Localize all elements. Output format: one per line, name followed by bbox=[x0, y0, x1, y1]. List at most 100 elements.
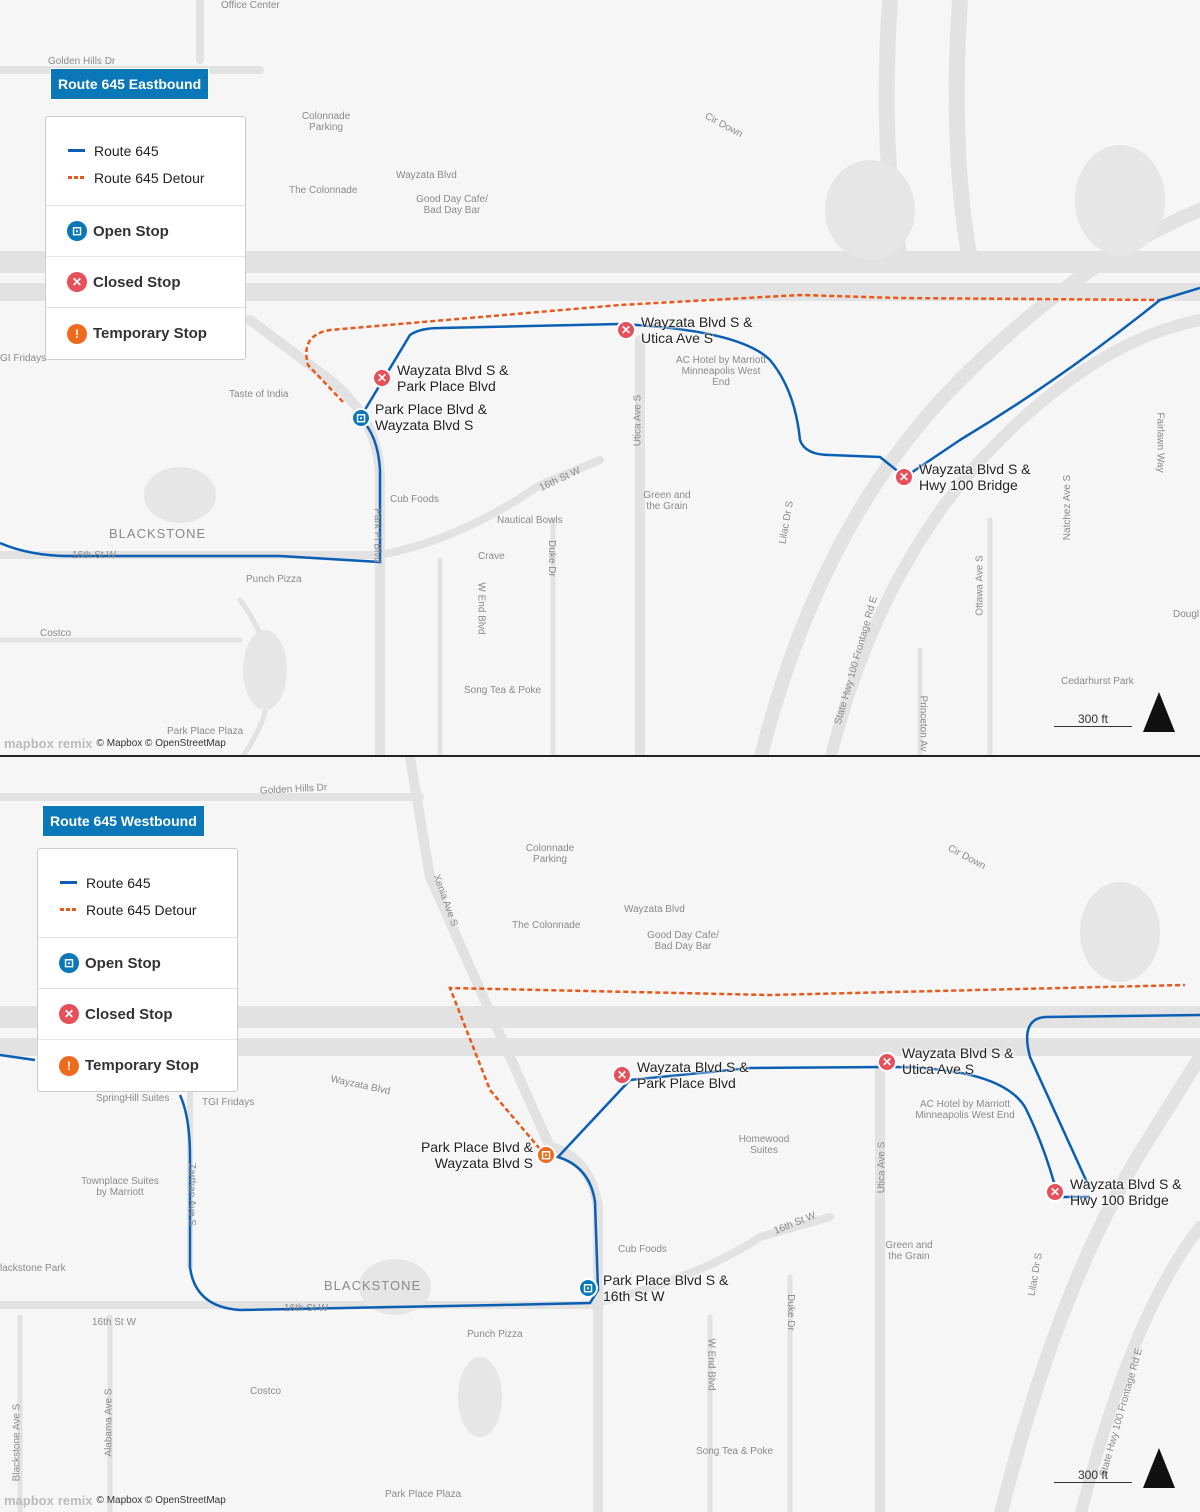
map-label: Song Tea & Poke bbox=[464, 685, 542, 696]
map-label: Fairlawn Way bbox=[1154, 412, 1166, 473]
map-label: Utica Ave S bbox=[876, 1141, 888, 1194]
closed-stop-marker[interactable]: ✕ bbox=[877, 1052, 897, 1072]
map-label: The Colonnade bbox=[512, 920, 581, 931]
map-label: Punch Pizza bbox=[246, 574, 302, 585]
map-label: Alabama Ave S bbox=[103, 1388, 115, 1457]
legend-route: Route 645 bbox=[94, 142, 159, 159]
map-label: Good Day Cafe/ Bad Day Bar bbox=[416, 194, 488, 216]
map-label: Office Center bbox=[221, 0, 280, 11]
map-base bbox=[0, 0, 1200, 755]
map-label: Cub Foods bbox=[618, 1244, 667, 1255]
map-label: W End Blvd bbox=[475, 582, 487, 635]
map-label: 16th St W bbox=[92, 1317, 136, 1328]
route-path bbox=[0, 286, 1200, 564]
route-line-swatch bbox=[68, 149, 85, 152]
stop-label: Wayzata Blvd S & Hwy 100 Bridge bbox=[1070, 1176, 1182, 1208]
map-label: Crave bbox=[478, 551, 505, 562]
scale-bar: 300 ft bbox=[1054, 1468, 1132, 1483]
open-stop-marker[interactable]: ⊡ bbox=[351, 408, 371, 428]
map-label: lackstone Park bbox=[0, 1263, 66, 1274]
map-label: Zarthan Ave S bbox=[186, 1162, 198, 1227]
map-label: Townplace Suites by Marriott bbox=[81, 1176, 159, 1198]
exclamation-icon: ! bbox=[59, 1055, 79, 1076]
legend: Route 645 Route 645 Detour ⊡Open Stop ✕C… bbox=[37, 848, 238, 1092]
route-title: Route 645 Eastbound bbox=[50, 68, 210, 100]
legend-open-stop: Open Stop bbox=[93, 222, 169, 240]
stop-label: Park Place Blvd & Wayzata Blvd S bbox=[420, 1139, 533, 1171]
map-label: GI Fridays bbox=[0, 353, 47, 364]
closed-stop-marker[interactable]: ✕ bbox=[1045, 1182, 1065, 1202]
open-stop-marker[interactable]: ⊡ bbox=[578, 1278, 598, 1298]
legend-closed-stop: Closed Stop bbox=[93, 273, 181, 291]
map-label: Park Place Plaza bbox=[385, 1489, 462, 1500]
x-icon: ✕ bbox=[67, 272, 87, 292]
westbound-map[interactable]: Golden Hills Dr Colonnade Parking Xenia … bbox=[0, 757, 1200, 1512]
legend-detour: Route 645 Detour bbox=[86, 901, 197, 918]
map-label: Costco bbox=[40, 628, 72, 639]
credits[interactable]: © Mapbox © OpenStreetMap bbox=[96, 738, 226, 749]
map-label: Song Tea & Poke bbox=[696, 1446, 774, 1457]
north-arrow-icon bbox=[1143, 692, 1175, 732]
bus-icon: ⊡ bbox=[67, 221, 87, 241]
credits[interactable]: © Mapbox © OpenStreetMap bbox=[96, 1495, 226, 1506]
closed-stop-marker[interactable]: ✕ bbox=[372, 368, 392, 388]
scale-bar: 300 ft bbox=[1054, 712, 1132, 727]
mapbox-logo[interactable]: mapbox bbox=[4, 736, 54, 751]
legend-detour: Route 645 Detour bbox=[94, 169, 205, 186]
map-label: Good Day Cafe/ Bad Day Bar bbox=[647, 930, 719, 952]
map-label: Park Place Plaza bbox=[167, 726, 244, 737]
closed-stop-marker[interactable]: ✕ bbox=[894, 467, 914, 487]
route-title: Route 645 Westbound bbox=[42, 805, 205, 837]
map-label: The Colonnade bbox=[289, 185, 358, 196]
map-label: Wayzata Blvd bbox=[624, 904, 685, 915]
map-label: Duke Dr bbox=[784, 1294, 796, 1331]
map-label: Natchez Ave S bbox=[1062, 474, 1074, 541]
map-label: Blackstone Ave S bbox=[11, 1403, 23, 1482]
map-label: Ottawa Ave S bbox=[974, 555, 986, 616]
stop-label: Wayzata Blvd S & Hwy 100 Bridge bbox=[919, 461, 1031, 493]
map-label: Green and the Grain bbox=[885, 1240, 933, 1262]
mapbox-logo[interactable]: mapbox bbox=[4, 1493, 54, 1508]
legend-closed-stop: Closed Stop bbox=[85, 1005, 173, 1023]
legend-route: Route 645 bbox=[86, 874, 151, 891]
legend-temporary-stop: Temporary Stop bbox=[85, 1057, 199, 1074]
stop-label: Park Place Blvd & Wayzata Blvd S bbox=[375, 401, 488, 433]
map-label: Dougl bbox=[1173, 609, 1200, 620]
map-label: Colonnade Parking bbox=[525, 843, 575, 865]
map-label: 16th St W bbox=[284, 1303, 328, 1314]
stop-label: Wayzata Blvd S & Park Place Blvd bbox=[637, 1059, 749, 1091]
stop-label: Wayzata Blvd S & Utica Ave S bbox=[641, 314, 753, 346]
map-label: BLACKSTONE bbox=[324, 1278, 422, 1293]
map-label: Colonnade Parking bbox=[301, 111, 351, 133]
map-label: Cub Foods bbox=[390, 494, 439, 505]
legend-temporary-stop: Temporary Stop bbox=[93, 325, 207, 342]
temporary-stop-marker[interactable]: ⊡ bbox=[536, 1145, 556, 1165]
legend-open-stop: Open Stop bbox=[85, 954, 161, 972]
map-label: Costco bbox=[250, 1386, 282, 1397]
stop-label: Park Place Blvd S & 16th St W bbox=[603, 1272, 729, 1304]
legend: Route 645 Route 645 Detour ⊡ Open Stop ✕ C… bbox=[45, 116, 246, 360]
map-label: Nautical Bowls bbox=[497, 515, 563, 526]
detour-line-swatch bbox=[60, 908, 77, 911]
closed-stop-marker[interactable]: ✕ bbox=[612, 1065, 632, 1085]
detour-path bbox=[305, 293, 1161, 403]
north-arrow-icon bbox=[1143, 1448, 1175, 1488]
map-label: Princeton Av bbox=[917, 695, 929, 752]
map-label: Wayzata Blvd bbox=[396, 170, 457, 181]
map-label: Cedarhurst Park bbox=[1061, 676, 1134, 687]
map-label: Duke Dr bbox=[545, 540, 557, 577]
remix-logo[interactable]: remix bbox=[57, 736, 93, 751]
exclamation-icon: ! bbox=[67, 323, 87, 344]
map-label: Punch Pizza bbox=[467, 1329, 523, 1340]
closed-stop-marker[interactable]: ✕ bbox=[616, 320, 636, 340]
stop-label: Wayzata Blvd S & Park Place Blvd bbox=[397, 362, 509, 394]
remix-logo[interactable]: remix bbox=[57, 1493, 93, 1508]
eastbound-map[interactable]: Office Center Golden Hills Dr Colonnade … bbox=[0, 0, 1200, 755]
map-label: Taste of India bbox=[229, 389, 289, 400]
map-label: W End Blvd bbox=[705, 1338, 717, 1391]
stop-label: Wayzata Blvd S & Utica Ave S bbox=[902, 1045, 1014, 1077]
map-label: Green and the Grain bbox=[643, 490, 691, 512]
map-label: SpringHill Suites bbox=[96, 1093, 170, 1104]
